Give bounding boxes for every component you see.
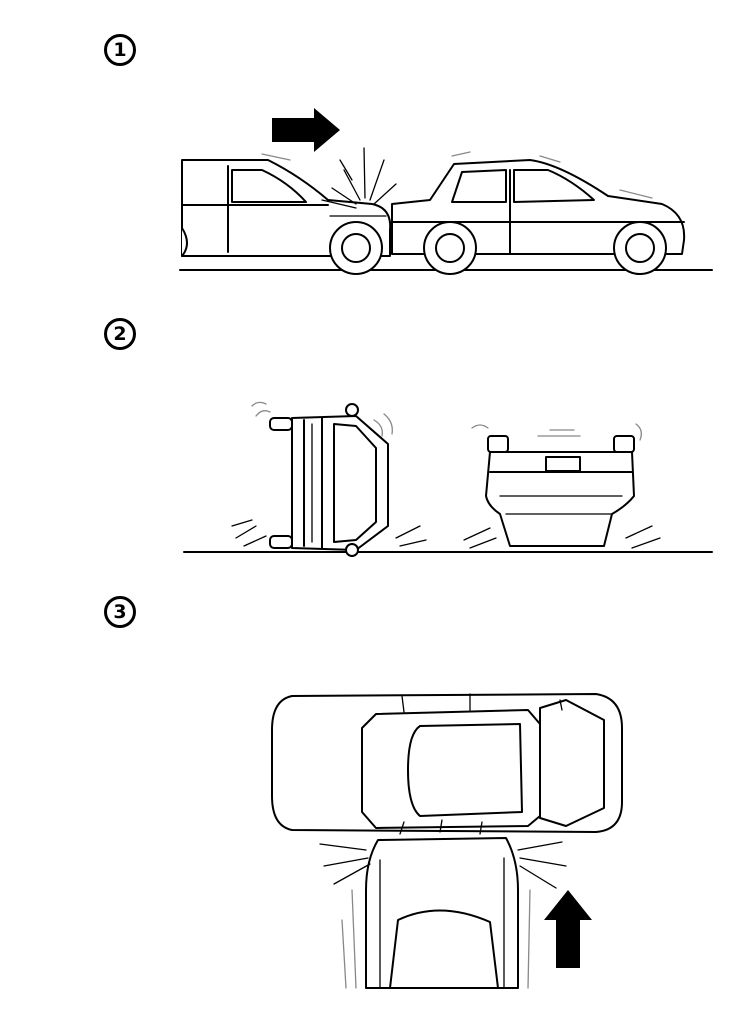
striking-car-top-view (342, 838, 530, 988)
arrow-right-icon (272, 108, 340, 152)
impact-burst-icon (320, 820, 566, 888)
rollover-illustration (0, 300, 750, 590)
step-2-panel: 2 (0, 300, 750, 590)
car-upside-down (464, 424, 660, 548)
step-2-number: 2 (104, 318, 136, 350)
car-on-side (232, 402, 426, 556)
step-1-number: 1 (104, 34, 136, 66)
impact-burst-icon (322, 148, 396, 208)
arrow-up-icon (544, 890, 592, 968)
rear-end-collision-illustration (0, 108, 750, 300)
struck-car-top-view (272, 694, 622, 832)
step-1-panel: 1 (0, 0, 750, 300)
step-3-number: 3 (104, 596, 136, 628)
step-3-panel: 3 (0, 590, 750, 1035)
side-impact-illustration (0, 590, 750, 1035)
